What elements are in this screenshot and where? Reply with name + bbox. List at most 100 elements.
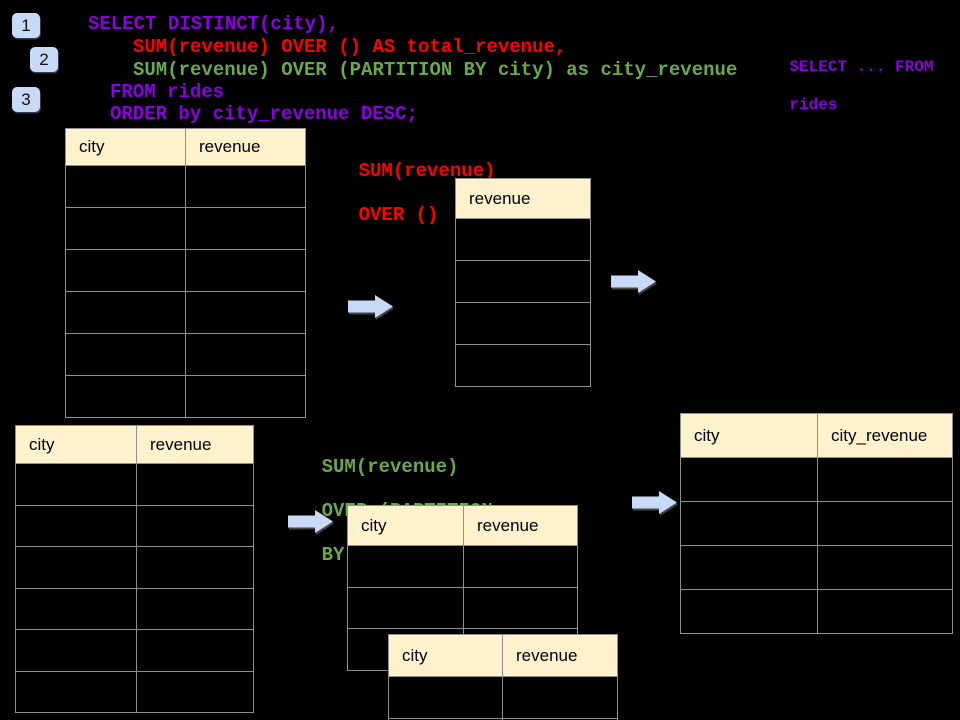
header-cell-city: city [347,505,464,546]
empty-cell [65,207,186,250]
empty-cell [136,463,254,506]
step-badge-2: 2 [30,47,58,72]
table-total-revenue: revenue [455,178,591,387]
table-partition-front: city revenue [388,634,618,720]
sql-line-from: FROM rides [110,81,225,103]
empty-cell [185,291,306,334]
table-row [15,504,254,547]
arrow-right-icon [288,510,333,533]
empty-cell [15,670,137,713]
table-header-row: city revenue [15,425,254,464]
empty-cell [347,586,464,629]
table-header-row: city revenue [65,128,306,166]
table-row [65,375,306,418]
empty-cell [136,546,254,589]
table-row [15,629,254,672]
sql-line-order-by: ORDER by city_revenue DESC; [110,103,418,125]
empty-cell [817,589,953,634]
header-cell-city-revenue: city_revenue [817,413,953,458]
empty-cell [65,249,186,292]
empty-cell [15,504,137,547]
empty-cell [185,249,306,292]
empty-cell [136,629,254,672]
empty-cell [185,165,306,208]
step-badge-3: 3 [12,87,40,112]
table-header-row: city revenue [347,505,578,546]
empty-cell [680,545,818,590]
empty-cell [817,457,953,502]
empty-cell [817,501,953,546]
arrow-right-icon [348,295,393,318]
empty-cell [136,670,254,713]
header-cell-revenue: revenue [136,425,254,464]
empty-cell [455,302,591,345]
empty-cell [15,629,137,672]
empty-cell [388,676,503,719]
table-row [388,676,618,719]
table-source-top: city revenue [65,128,306,418]
empty-cell [680,589,818,634]
table-row [680,589,953,634]
header-cell-revenue: revenue [502,634,618,677]
table-row [388,717,618,720]
table-row [65,207,306,250]
annotation-partition-line-1: SUM(revenue) [321,456,459,478]
table-row [455,218,591,261]
table-row [15,587,254,630]
table-row [455,260,591,303]
annotation-total-line-2: OVER () [358,204,439,226]
table-partition-result: city city_revenue [680,413,953,634]
empty-cell [15,546,137,589]
table-row [15,463,254,506]
empty-cell [463,586,578,629]
arrow-right-icon [611,270,656,293]
empty-cell [136,504,254,547]
empty-cell [680,501,818,546]
table-row [347,586,578,629]
table-row [65,249,306,292]
sql-line-select: SELECT DISTINCT(city), [88,13,339,35]
header-cell-revenue: revenue [185,128,306,166]
empty-cell [502,676,618,719]
empty-cell [502,717,618,720]
table-row [65,333,306,376]
empty-cell [65,333,186,376]
empty-cell [185,333,306,376]
table-source-bottom: city revenue [15,425,254,713]
empty-cell [347,545,464,588]
table-row [347,545,578,588]
empty-cell [65,375,186,418]
header-cell-revenue: revenue [455,178,591,219]
table-row [65,291,306,334]
arrow-right-icon [632,491,677,514]
table-row [680,501,953,546]
empty-cell [455,260,591,303]
table-header-row: city revenue [388,634,618,677]
empty-cell [136,587,254,630]
empty-cell [185,207,306,250]
table-header-row: revenue [455,178,591,219]
empty-cell [817,545,953,590]
header-cell-city: city [15,425,137,464]
sql-line-partition-sum: SUM(revenue) OVER (PARTITION BY city) as… [133,59,738,81]
table-row [15,546,254,589]
empty-cell [15,463,137,506]
header-cell-revenue: revenue [463,505,578,546]
header-cell-city: city [65,128,186,166]
empty-cell [65,165,186,208]
table-row [65,165,306,208]
header-cell-city: city [388,634,503,677]
table-header-row: city city_revenue [680,413,953,458]
annotation-total-line-1: SUM(revenue) [358,160,496,182]
side-note-select-from: SELECT ... FROM rides [751,39,933,134]
table-row [455,344,591,387]
sql-line-total-sum: SUM(revenue) OVER () AS total_revenue, [133,36,567,58]
empty-cell [680,457,818,502]
table-row [680,457,953,502]
table-row [455,302,591,345]
empty-cell [185,375,306,418]
table-row [15,670,254,713]
annotation-total-over: SUM(revenue) OVER () [313,138,496,248]
empty-cell [455,344,591,387]
